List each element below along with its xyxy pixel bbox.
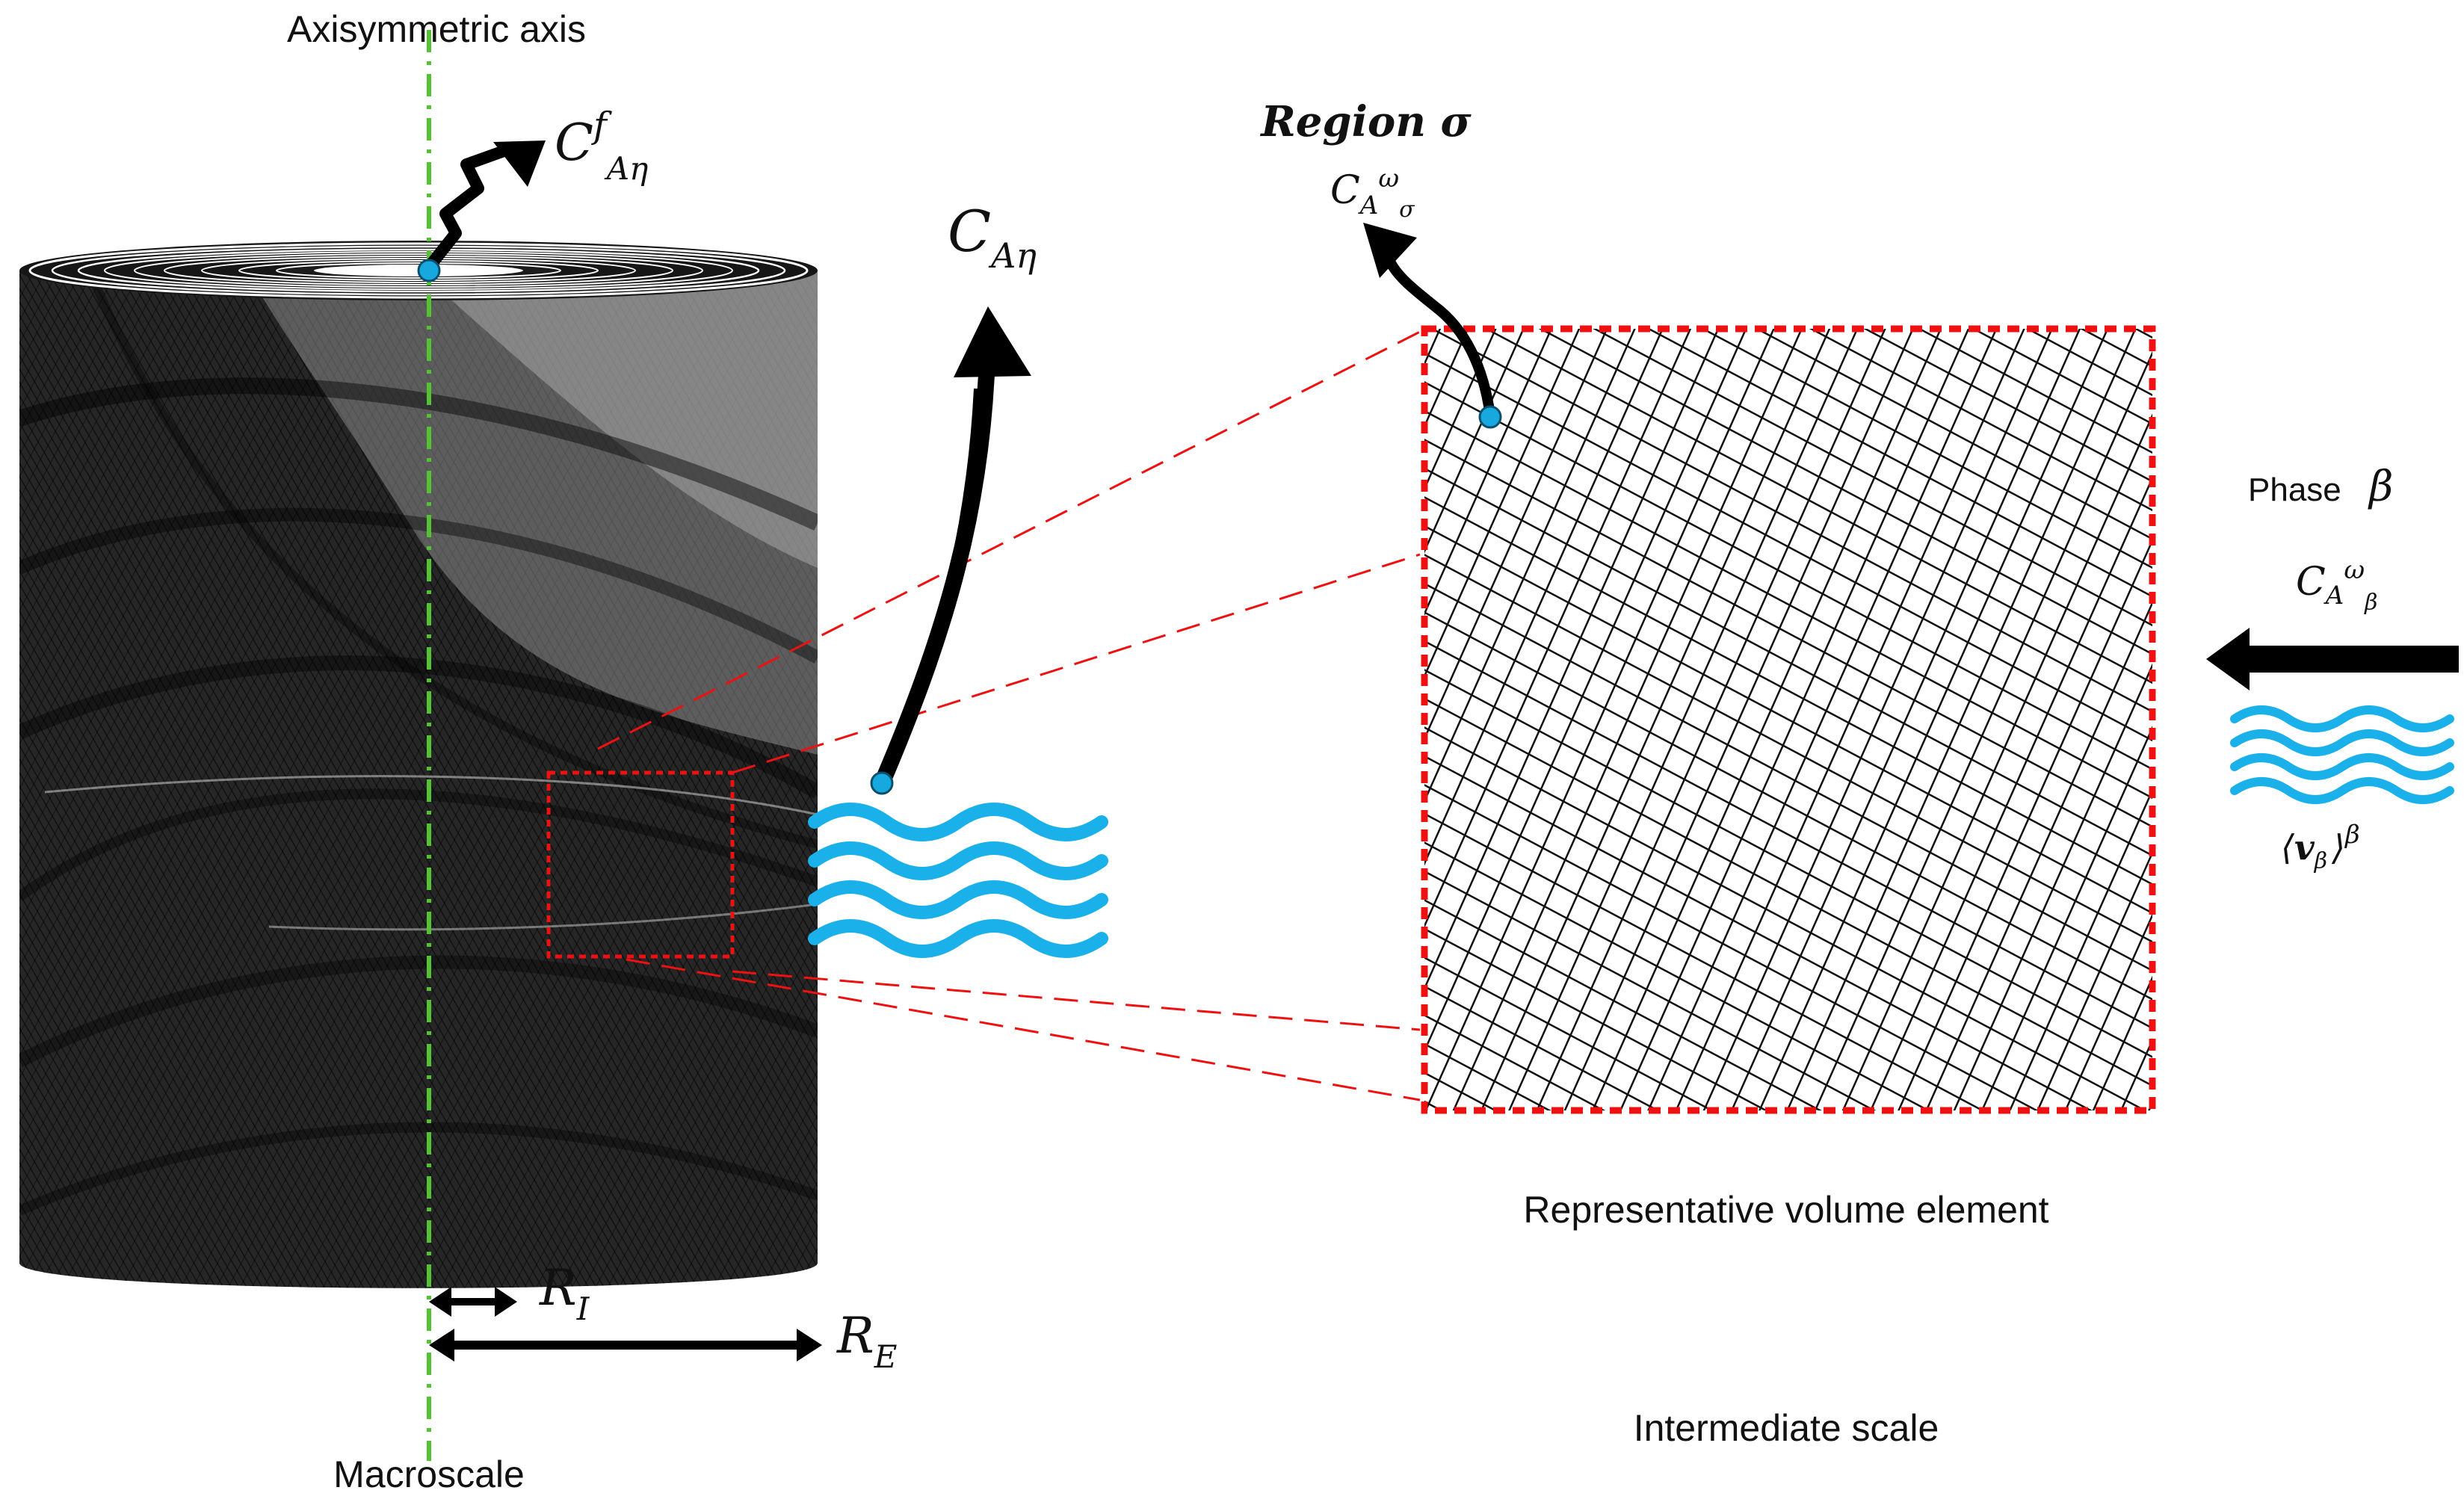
macro-concentration-label: CAη [948, 198, 1037, 276]
cylinder-light-sweep [247, 271, 818, 755]
flow-waves-right [2230, 705, 2454, 804]
radius-inner-arrow [429, 1287, 517, 1317]
region-concentration-arrow [1363, 223, 1495, 416]
fiber-concentration-label: CfAη [555, 105, 648, 187]
phase-symbol: β [2368, 463, 2393, 511]
macro-marker [870, 771, 894, 795]
velocity-label: ⟨vβ⟩β [2281, 820, 2360, 874]
region-marker [1478, 405, 1502, 429]
phase-label: Phase [2248, 472, 2341, 508]
representative-volume-element [1421, 325, 2156, 1114]
intermediate-scale-label: Intermediate scale [1634, 1407, 1939, 1449]
macroscale-label: Macroscale [333, 1453, 525, 1495]
macro-concentration-arrow [874, 306, 1031, 787]
radius-inner-label: RI [539, 1259, 590, 1327]
rve-source-square [546, 770, 735, 959]
fibrous-cylinder [19, 241, 818, 1288]
region-title: Region σ [1259, 97, 1472, 146]
fiber-marker [417, 259, 441, 282]
phase-concentration-label: CAωβ [2296, 555, 2377, 616]
flow-waves-left [808, 803, 1108, 958]
rve-label: Representative volume element [1523, 1189, 2048, 1231]
region-concentration-label: CAωσ [1330, 164, 1415, 223]
axis-label: Axisymmetric axis [287, 8, 586, 50]
phase-flow-arrow [2206, 628, 2459, 690]
fiber-concentration-arrow [422, 140, 546, 273]
radius-outer-label: RE [836, 1307, 897, 1375]
rve-projection-lines [597, 330, 1421, 1101]
radius-outer-arrow [429, 1329, 822, 1362]
